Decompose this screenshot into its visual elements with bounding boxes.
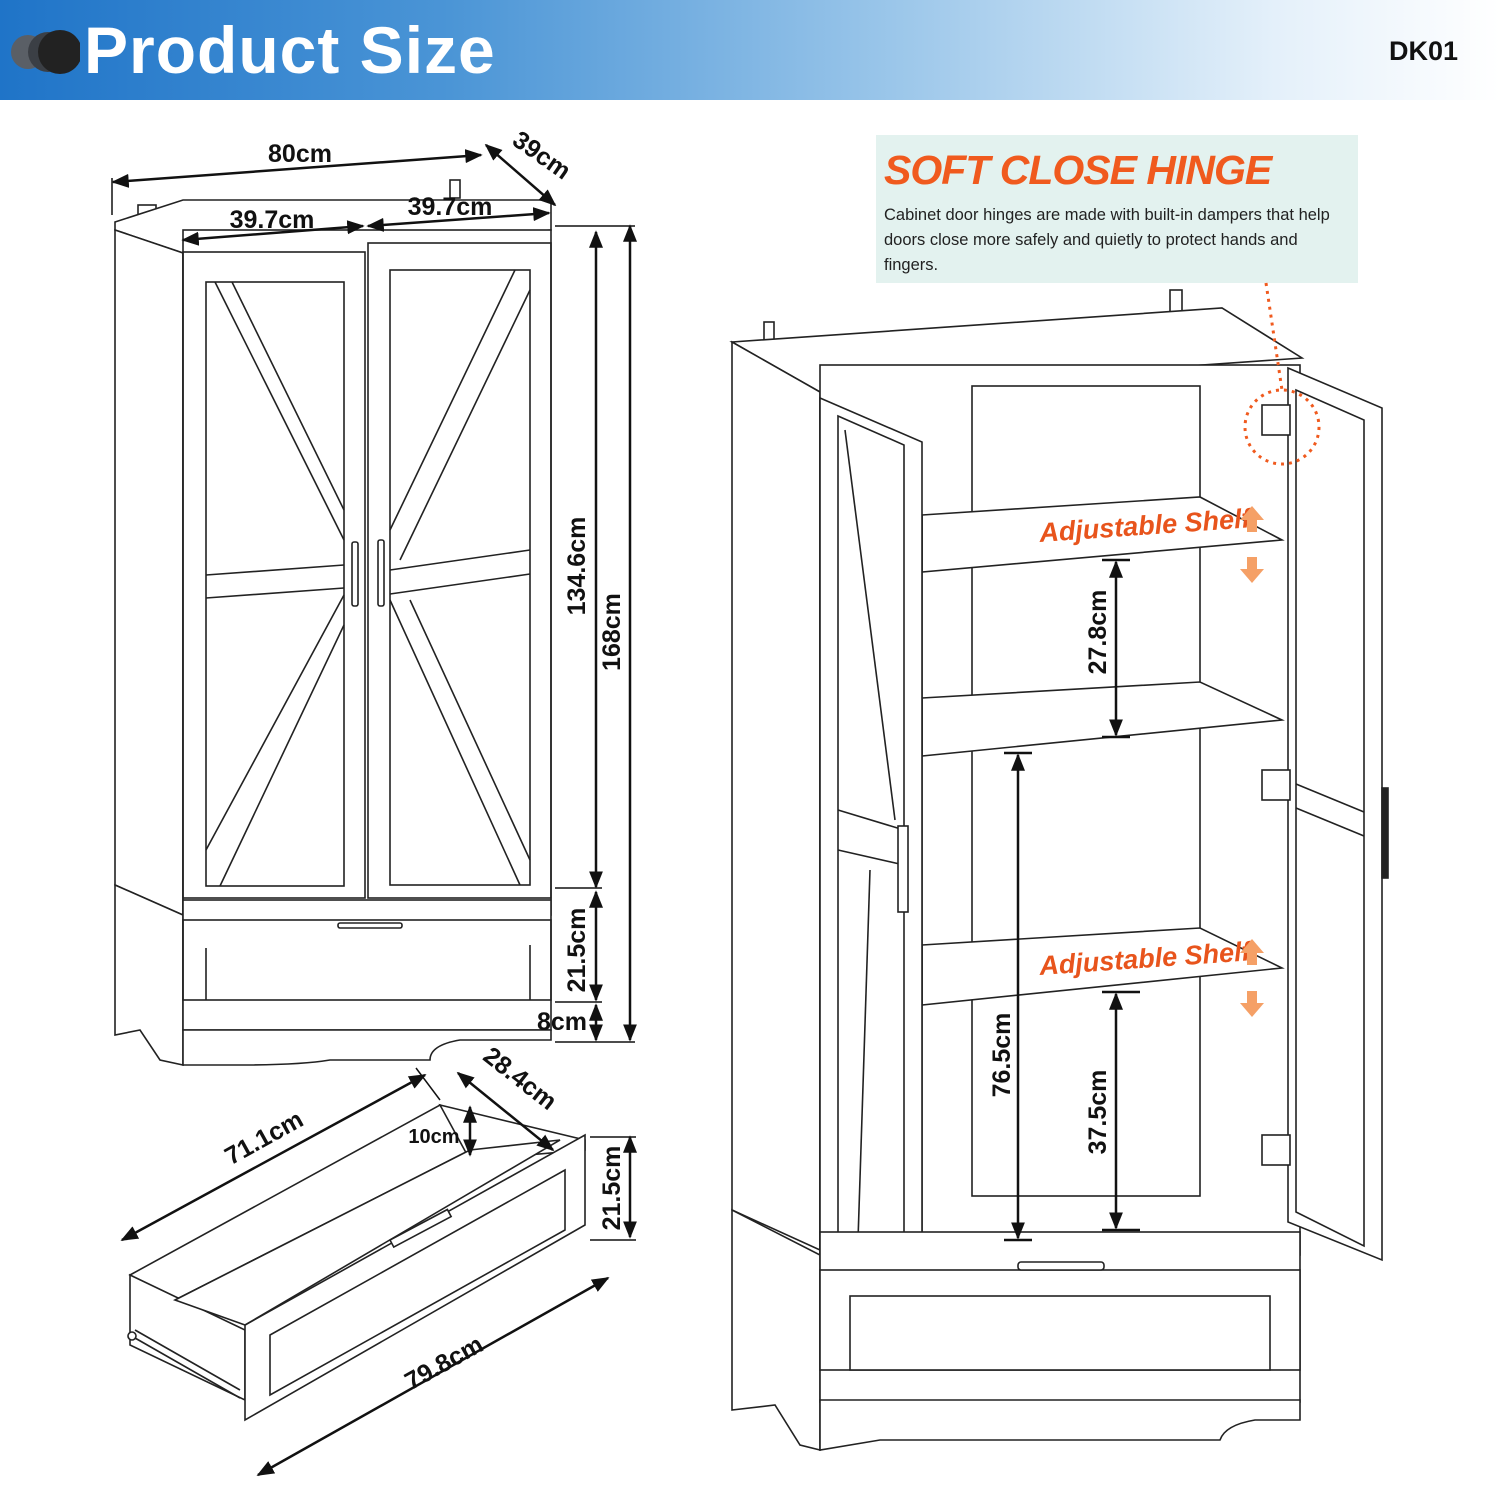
dim-drawer-front-length: 79.8cm xyxy=(400,1330,488,1396)
hinge-pointer-line xyxy=(1264,282,1284,391)
open-view-dimensions xyxy=(1004,558,1140,1242)
wall-bracket-icon xyxy=(1169,289,1183,313)
dim-drawer-height: 21.5cm xyxy=(563,908,591,993)
dim-base-height: 8cm xyxy=(537,1008,587,1036)
drawer-handle-icon xyxy=(337,922,403,929)
callout-title: SOFT CLOSE HINGE xyxy=(884,147,1272,193)
dim-upper-gap: 27.8cm xyxy=(1084,590,1112,675)
dim-depth: 39cm xyxy=(507,126,575,186)
hinge-icon xyxy=(1261,769,1291,801)
arrow-down-icon xyxy=(1240,991,1264,1017)
door-handle-icon xyxy=(897,825,909,913)
logo-circles-icon xyxy=(11,30,80,74)
dim-drawer-depth: 28.4cm xyxy=(478,1042,562,1116)
hinge-icon xyxy=(1261,1134,1291,1166)
dim-lower-gap: 37.5cm xyxy=(1084,1070,1112,1155)
callout-body: Cabinet door hinges are made with built-… xyxy=(884,206,1330,274)
dim-drawer-front-height: 21.5cm xyxy=(598,1146,626,1231)
model-code: DK01 xyxy=(1388,36,1458,66)
door-handle-icon xyxy=(351,541,359,607)
arrow-up-icon xyxy=(1240,506,1264,532)
dim-total-height: 168cm xyxy=(598,593,626,671)
front-view-cabinet xyxy=(114,179,552,1066)
door-handle-icon xyxy=(1381,787,1389,879)
hinge-icon xyxy=(1261,404,1291,436)
page-title: Product Size xyxy=(84,13,496,87)
drawer-dimensions xyxy=(120,1067,637,1477)
soft-close-callout: SOFT CLOSE HINGE Cabinet door hinges are… xyxy=(876,135,1358,283)
arrow-down-icon xyxy=(1240,557,1264,583)
dim-door-left: 39.7cm xyxy=(230,206,315,234)
dim-door-right: 39.7cm xyxy=(408,193,493,221)
shelf-arrow-icons xyxy=(1240,506,1264,1017)
hinge-highlight-circle xyxy=(1243,388,1321,466)
header-banner: Product Size DK01 xyxy=(0,0,1500,100)
door-handle-icon xyxy=(377,539,385,607)
dim-drawer-inner-height: 10cm xyxy=(408,1126,459,1148)
drawer-handle-icon xyxy=(1017,1261,1105,1271)
dim-drawer-length: 71.1cm xyxy=(220,1105,308,1171)
front-dimensions xyxy=(111,143,637,1043)
drawer-illustration xyxy=(127,1103,586,1422)
arrow-up-icon xyxy=(1240,939,1264,965)
dim-middle-height: 76.5cm xyxy=(988,1013,1016,1098)
open-cabinet-illustration xyxy=(729,289,1389,1452)
dim-width: 80cm xyxy=(268,140,332,168)
dim-door-height: 134.6cm xyxy=(563,517,591,616)
